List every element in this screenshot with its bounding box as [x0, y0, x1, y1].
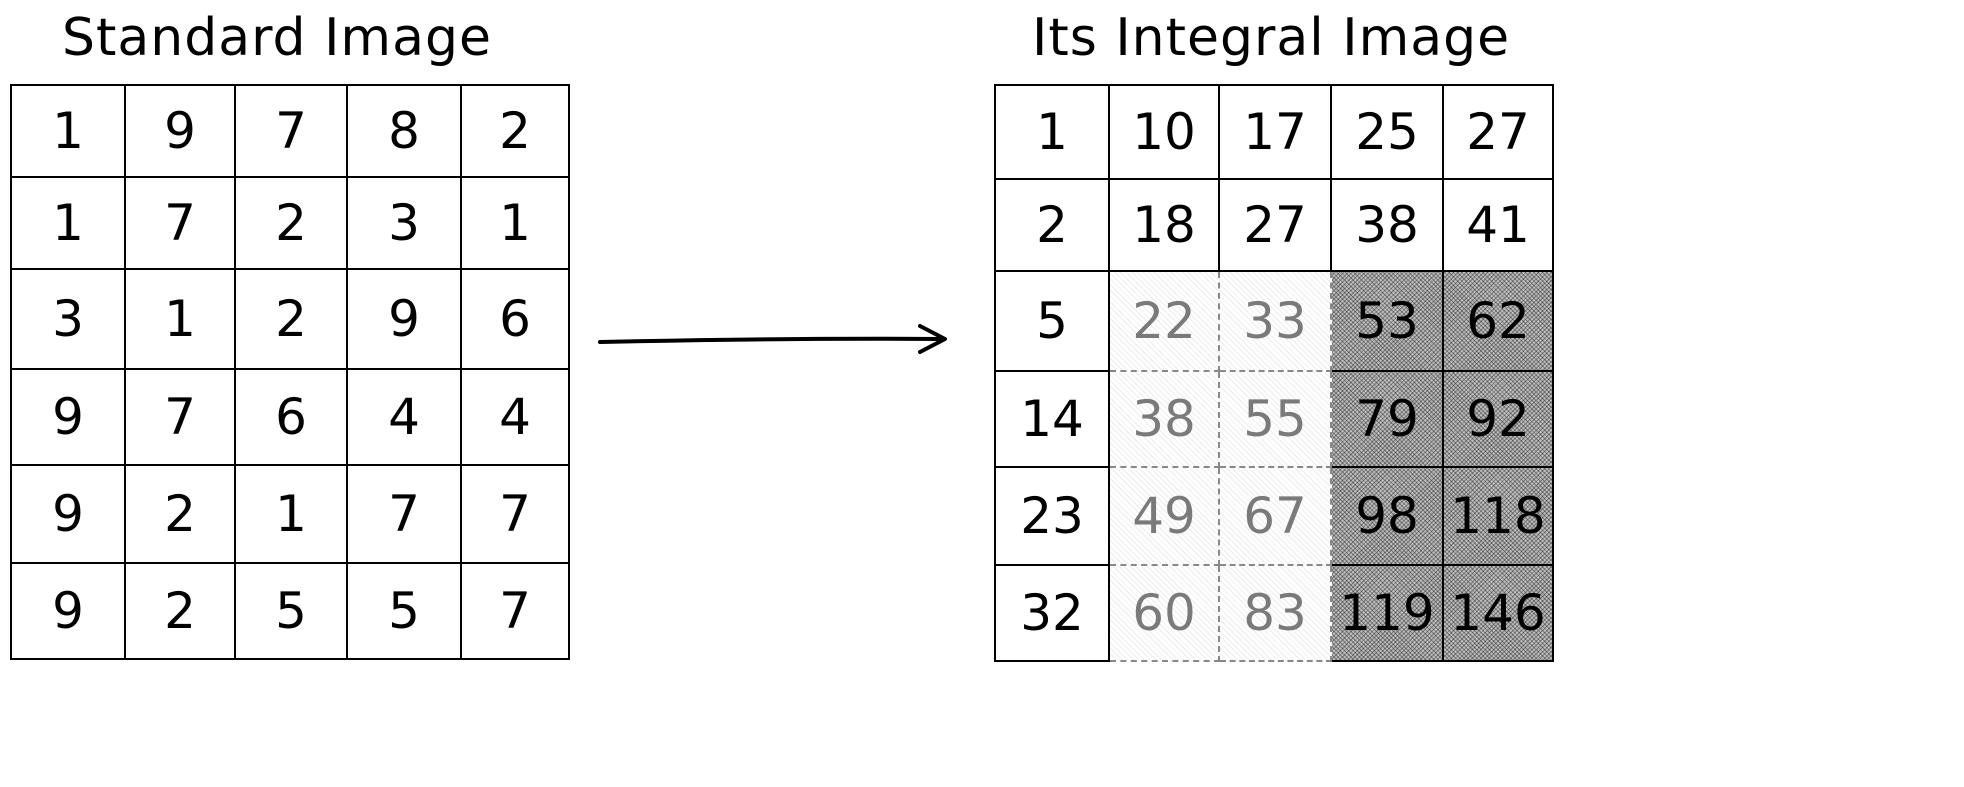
right-panel-cell: 83 [1220, 566, 1332, 662]
right-panel-cell: 5 [996, 272, 1110, 372]
left-panel-cell: 2 [126, 466, 236, 564]
left-panel-cell: 1 [12, 86, 126, 178]
left-panel-cell: 1 [236, 466, 348, 564]
right-panel-cell: 32 [996, 566, 1110, 662]
left-panel-cell: 3 [348, 178, 462, 270]
right-panel-cell: 25 [1332, 86, 1444, 180]
right-panel-cell: 60 [1110, 566, 1220, 662]
left-panel-cell: 3 [12, 270, 126, 370]
left-panel-cell: 4 [348, 370, 462, 466]
left-panel-cell: 1 [462, 178, 570, 270]
left-panel-cell: 7 [462, 466, 570, 564]
left-panel-cell: 2 [236, 270, 348, 370]
right-panel-cell: 53 [1332, 272, 1444, 372]
left-panel-cell: 7 [348, 466, 462, 564]
right-panel-cell: 22 [1110, 272, 1220, 372]
left-panel-cell: 9 [126, 86, 236, 178]
right-panel-cell: 23 [996, 468, 1110, 566]
right-panel-cell: 79 [1332, 372, 1444, 468]
left-panel-cell: 5 [348, 564, 462, 660]
right-panel-cell: 2 [996, 180, 1110, 272]
left-panel-cell: 1 [126, 270, 236, 370]
left-panel-cell: 7 [126, 370, 236, 466]
right-panel-cell: 18 [1110, 180, 1220, 272]
right-panel-cell: 49 [1110, 468, 1220, 566]
left-panel-cell: 1 [12, 178, 126, 270]
left-panel-cell: 7 [126, 178, 236, 270]
right-panel-cell: 92 [1444, 372, 1554, 468]
right-panel-cell: 62 [1444, 272, 1554, 372]
left-panel-cell: 9 [12, 466, 126, 564]
left-panel-cell: 7 [236, 86, 348, 178]
left-panel-cell: 8 [348, 86, 462, 178]
right-panel-cell: 33 [1220, 272, 1332, 372]
right-panel-cell: 55 [1220, 372, 1332, 468]
arrow-right-icon [598, 324, 947, 354]
left-panel-cell: 9 [12, 370, 126, 466]
right-panel-cell: 27 [1444, 86, 1554, 180]
right-panel-cell: 98 [1332, 468, 1444, 566]
left-panel-cell: 5 [236, 564, 348, 660]
right-panel-cell: 1 [996, 86, 1110, 180]
left-panel-cell: 9 [12, 564, 126, 660]
right-panel-cell: 38 [1110, 372, 1220, 468]
right-panel-cell: 41 [1444, 180, 1554, 272]
standard-image-title: Standard Image [62, 8, 492, 68]
right-panel-cell: 146 [1444, 566, 1554, 662]
left-panel-cell: 7 [462, 564, 570, 660]
integral-image-title: Its Integral Image [1032, 8, 1511, 68]
left-panel-cell: 4 [462, 370, 570, 466]
right-panel-cell: 27 [1220, 180, 1332, 272]
right-panel-cell: 10 [1110, 86, 1220, 180]
right-panel-cell: 38 [1332, 180, 1444, 272]
left-panel-cell: 2 [236, 178, 348, 270]
left-panel-cell: 9 [348, 270, 462, 370]
left-panel-cell: 6 [236, 370, 348, 466]
right-panel-cell: 118 [1444, 468, 1554, 566]
left-panel-cell: 6 [462, 270, 570, 370]
left-panel-cell: 2 [462, 86, 570, 178]
right-panel-cell: 67 [1220, 468, 1332, 566]
left-panel-cell: 2 [126, 564, 236, 660]
right-panel-cell: 119 [1332, 566, 1444, 662]
right-panel-cell: 14 [996, 372, 1110, 468]
right-panel-cell: 17 [1220, 86, 1332, 180]
